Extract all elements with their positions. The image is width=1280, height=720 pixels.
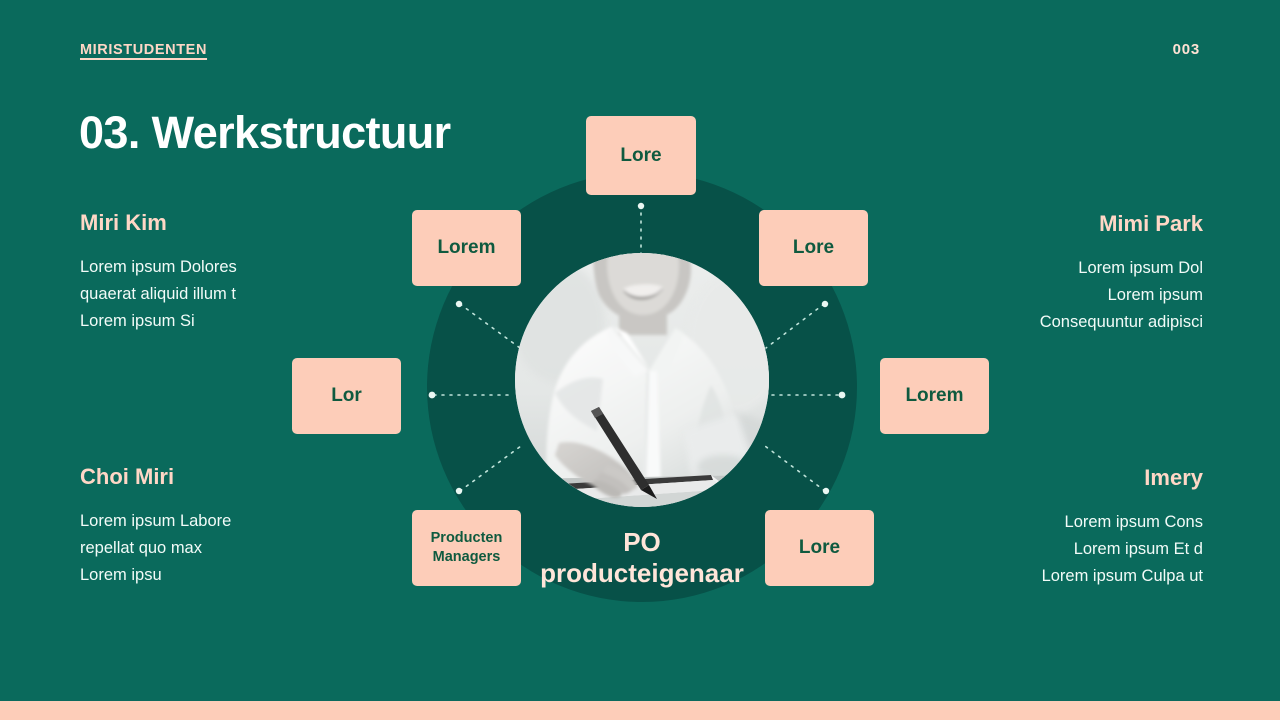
node-label: Lore xyxy=(792,237,835,258)
description-line: Lorem ipsum Si xyxy=(80,312,195,330)
node-label-line2: Managers xyxy=(432,549,501,565)
person-description: Lorem ipsum Cons Lorem ipsum Et d Lorem … xyxy=(1042,509,1203,590)
node-box-lower-right[interactable]: Lore xyxy=(765,510,874,586)
description-line: Lorem ipsum Culpa ut xyxy=(1041,567,1203,585)
node-box-producten-managers[interactable]: Producten Managers xyxy=(412,510,521,586)
center-photo xyxy=(515,253,769,507)
person-description: Lorem ipsum Dolores quaerat aliquid illu… xyxy=(80,254,237,335)
node-box-top[interactable]: Lore xyxy=(586,116,696,195)
node-label: Lore xyxy=(798,537,841,558)
description-line: Lorem ipsum Et d xyxy=(1073,540,1203,558)
person-description: Lorem ipsum Dol Lorem ipsum Consequuntur… xyxy=(1040,255,1203,336)
node-label: Producten Managers xyxy=(431,529,503,567)
page-number: 003 xyxy=(1172,41,1200,58)
description-line: repellat quo max xyxy=(80,539,202,557)
side-block-choi-miri: Choi Miri Lorem ipsum Labore repellat qu… xyxy=(80,464,231,589)
node-label-line1: Producten xyxy=(430,530,503,546)
bottom-accent-bar xyxy=(0,701,1280,720)
side-block-mimi-park: Mimi Park Lorem ipsum Dol Lorem ipsum Co… xyxy=(1040,211,1203,336)
side-block-imery: Imery Lorem ipsum Cons Lorem ipsum Et d … xyxy=(1042,465,1203,590)
node-label: Lore xyxy=(620,144,662,166)
person-name: Mimi Park xyxy=(1099,211,1203,236)
description-line: Lorem ipsum Cons xyxy=(1064,513,1203,531)
description-line: Lorem ipsum Dolores xyxy=(80,258,237,276)
node-box-right[interactable]: Lorem xyxy=(880,358,989,434)
page-title: 03. Werkstructuur xyxy=(79,107,451,159)
description-line: Lorem ipsum xyxy=(1107,286,1203,304)
description-line: quaerat aliquid illum t xyxy=(80,285,236,303)
side-block-miri-kim: Miri Kim Lorem ipsum Dolores quaerat ali… xyxy=(80,210,237,335)
node-label: Lorem xyxy=(905,385,964,406)
center-caption: PO producteigenaar xyxy=(502,527,782,589)
description-line: Lorem ipsu xyxy=(80,566,162,584)
node-label: Lorem xyxy=(437,237,496,258)
description-line: Lorem ipsum Labore xyxy=(80,512,232,530)
person-name: Miri Kim xyxy=(80,210,167,235)
node-box-upper-right[interactable]: Lore xyxy=(759,210,868,286)
person-description: Lorem ipsum Labore repellat quo max Lore… xyxy=(80,508,231,589)
description-line: Lorem ipsum Dol xyxy=(1078,259,1203,277)
description-line: Consequuntur adipisci xyxy=(1039,313,1203,331)
brand-link[interactable]: MIRISTUDENTEN xyxy=(80,42,208,58)
center-caption-line1: PO xyxy=(623,527,661,557)
center-caption-line2: producteigenaar xyxy=(540,558,744,588)
node-box-upper-left[interactable]: Lorem xyxy=(412,210,521,286)
node-box-left[interactable]: Lor xyxy=(292,358,401,434)
node-label: Lor xyxy=(331,385,362,406)
person-name: Choi Miri xyxy=(80,464,175,489)
person-name: Imery xyxy=(1144,465,1203,490)
